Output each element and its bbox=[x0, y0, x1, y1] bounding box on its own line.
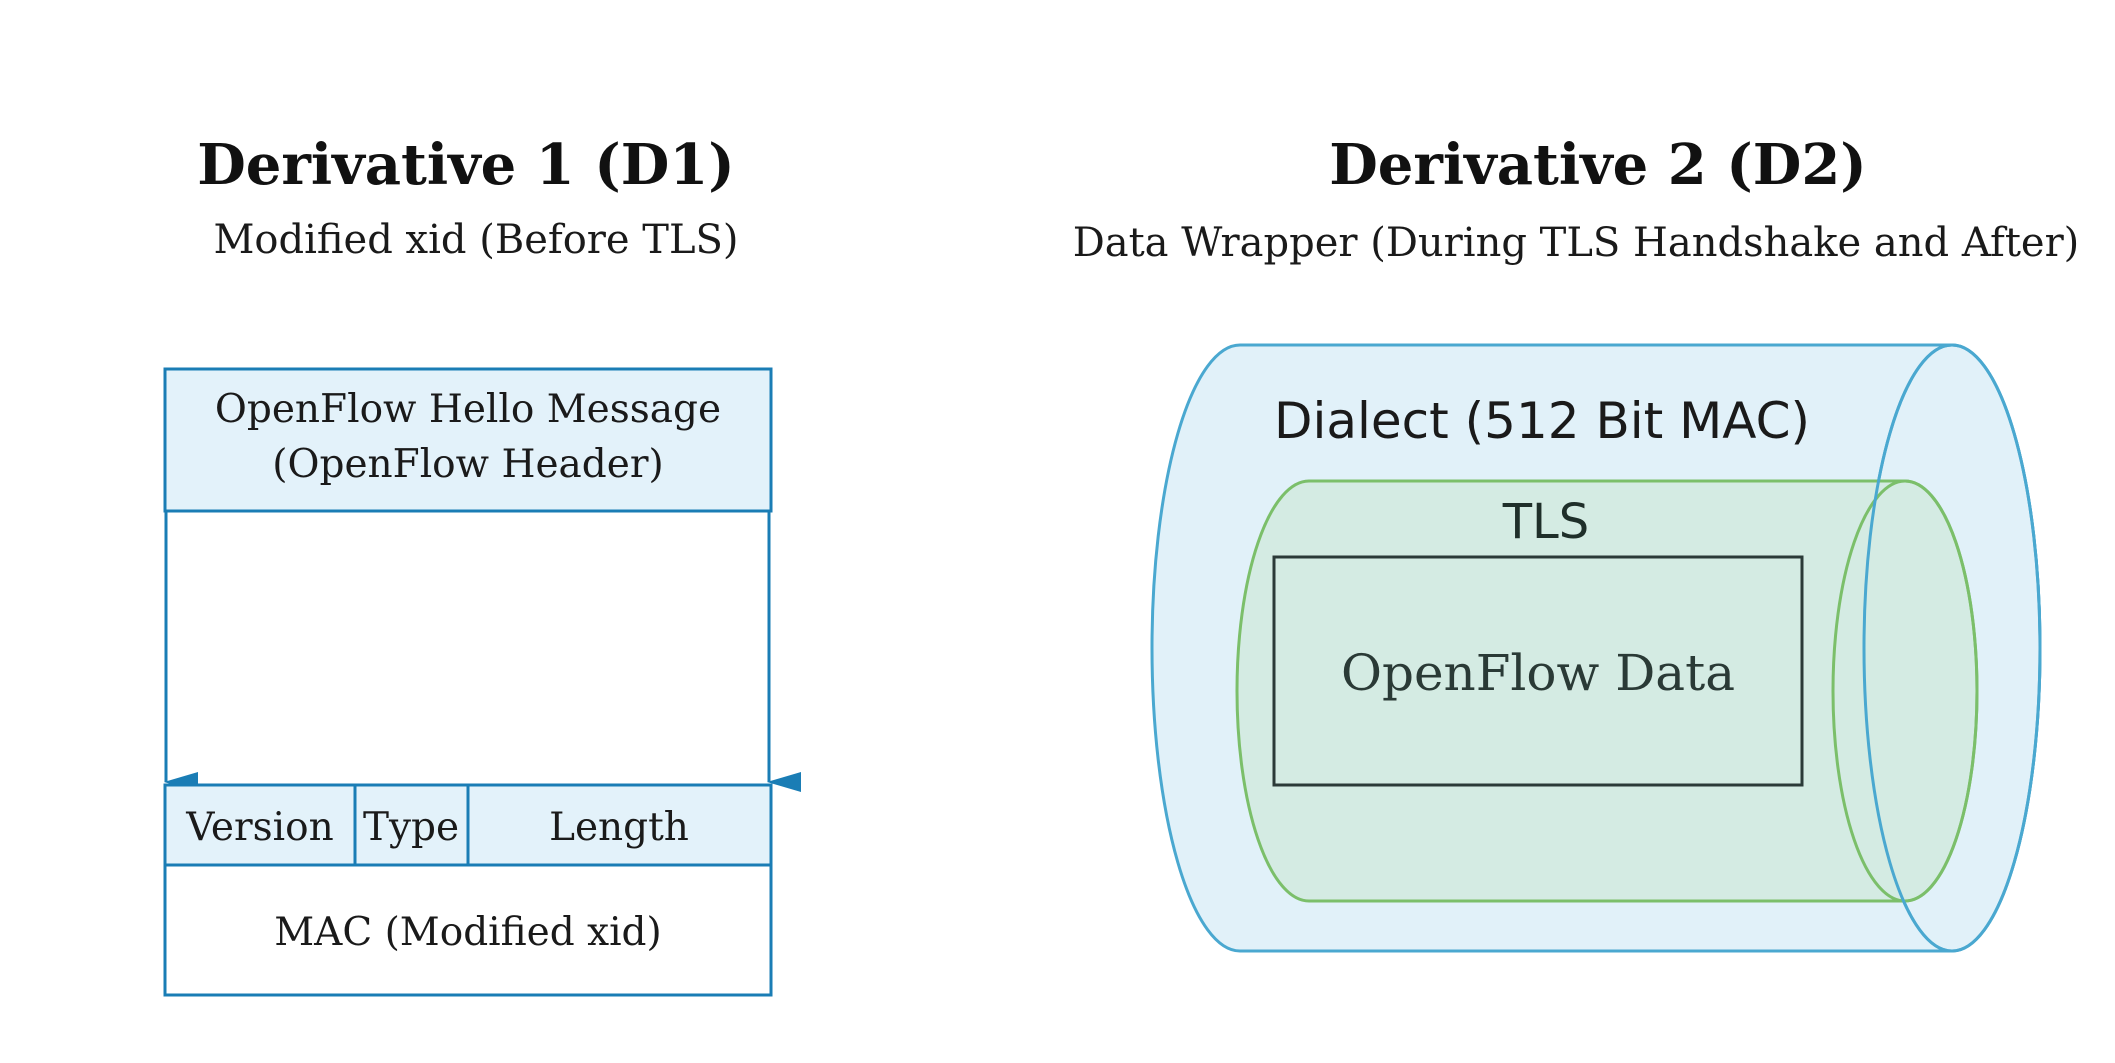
openflow-data-label: OpenFlow Data bbox=[1341, 644, 1735, 702]
d1-title: Derivative 1 (D1) bbox=[197, 132, 735, 198]
derivative-1-panel: Derivative 1 (D1) Modified xid (Before T… bbox=[163, 132, 801, 997]
derivative-2-panel: Derivative 2 (D2) Data Wrapper (During T… bbox=[1073, 132, 2080, 953]
d2-subtitle: Data Wrapper (During TLS Handshake and A… bbox=[1073, 220, 2080, 266]
openflow-data-box bbox=[1272, 555, 1804, 787]
type-field: Type bbox=[363, 805, 459, 850]
mac-label: MAC (Modified xid) bbox=[274, 910, 662, 955]
version-field: Version bbox=[185, 805, 333, 850]
tls-label: TLS bbox=[1502, 494, 1590, 550]
hello-message-label: OpenFlow Hello Message bbox=[215, 387, 721, 432]
hello-header-label: (OpenFlow Header) bbox=[272, 442, 663, 487]
d1-subtitle: Modified xid (Before TLS) bbox=[213, 217, 738, 263]
length-field: Length bbox=[549, 805, 689, 850]
dialect-cylinder-rim bbox=[1862, 343, 2042, 953]
hello-message-box bbox=[163, 367, 773, 513]
dialect-label: Dialect (512 Bit MAC) bbox=[1274, 392, 1810, 450]
d2-title: Derivative 2 (D2) bbox=[1329, 132, 1867, 198]
mac-row bbox=[163, 863, 773, 997]
